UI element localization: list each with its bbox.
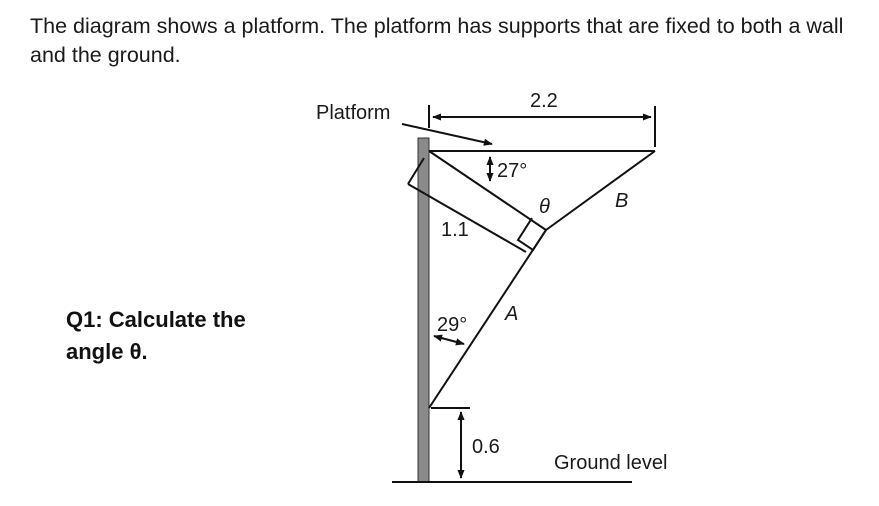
support-a bbox=[428, 229, 547, 409]
right-angle-marker bbox=[516, 217, 547, 252]
beam-upper-edge bbox=[428, 150, 547, 231]
question-line-1: Q1: Calculate the bbox=[66, 307, 246, 332]
height-label: 0.6 bbox=[472, 436, 500, 458]
platform-label: Platform bbox=[316, 102, 390, 124]
support-b-label: B bbox=[615, 190, 628, 212]
length-label: 1.1 bbox=[441, 219, 469, 241]
beam-end-tick bbox=[407, 157, 425, 185]
ground-level-label: Ground level bbox=[554, 452, 667, 474]
problem-statement-line-2: and the ground. bbox=[30, 43, 181, 67]
problem-statement-line-1: The diagram shows a platform. The platfo… bbox=[30, 14, 844, 38]
angle-29-arrow bbox=[433, 334, 465, 346]
width-label: 2.2 bbox=[530, 90, 558, 112]
beam-lower-edge bbox=[407, 183, 527, 253]
platform-leader bbox=[401, 123, 493, 146]
angle-29-label: 29° bbox=[437, 314, 467, 336]
question-line-2: angle θ. bbox=[66, 339, 148, 364]
support-a-label: A bbox=[504, 303, 518, 325]
angle-27-label: 27° bbox=[497, 160, 527, 182]
question-text: Q1: Calculate the angle θ. bbox=[66, 304, 246, 368]
support-b bbox=[545, 150, 656, 231]
problem-statement: The diagram shows a platform. The platfo… bbox=[30, 12, 879, 70]
theta-label: θ bbox=[539, 196, 550, 218]
